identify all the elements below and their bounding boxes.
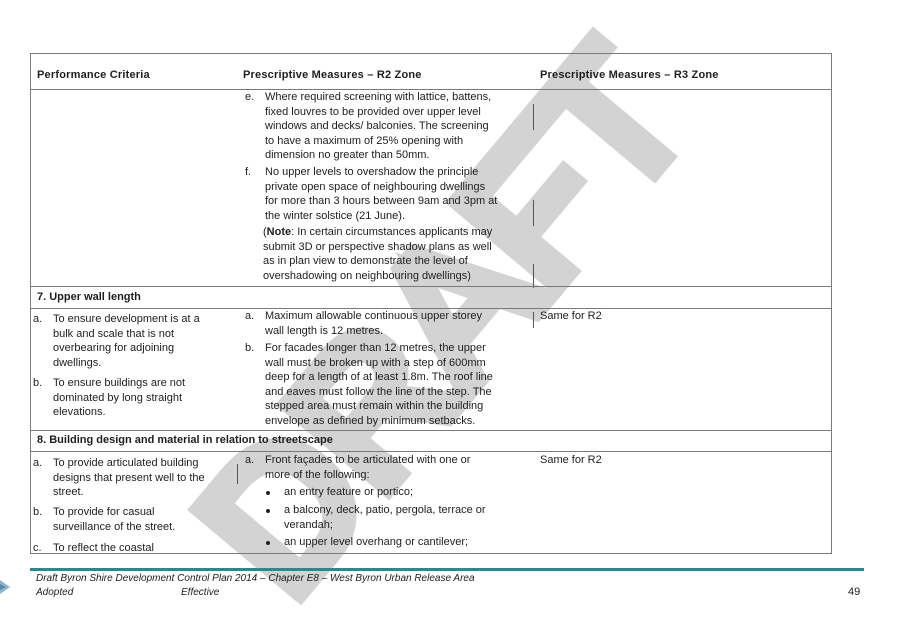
- s7-pc-a-marker: a.: [33, 313, 43, 325]
- note-text: (Note: In certain circumstances applican…: [263, 226, 493, 282]
- s7-r2-a-marker: a.: [245, 310, 255, 322]
- s7-pc-b-text: To ensure buildings are not dominated by…: [53, 377, 186, 418]
- s8-bullet-2: a balcony, deck, patio, pergola, terrace…: [284, 504, 486, 531]
- cell-edge-mark: [533, 312, 534, 328]
- cell-edge-mark: [237, 464, 238, 484]
- row-divider: [31, 451, 831, 452]
- logo-mark: [0, 580, 10, 594]
- item-f-marker: f.: [245, 166, 252, 178]
- footer-title: Draft Byron Shire Development Control Pl…: [36, 573, 475, 584]
- header-r2-zone: Prescriptive Measures – R2 Zone: [243, 69, 422, 81]
- s7-pc-b-marker: b.: [33, 377, 43, 389]
- cell-edge-mark: [533, 104, 534, 130]
- s8-pc-b-marker: b.: [33, 506, 43, 518]
- row-divider: [31, 430, 831, 431]
- row-divider: [31, 286, 831, 287]
- bullet-dot: [266, 541, 270, 545]
- s8-r2-a-text: Front façades to be articulated with one…: [265, 454, 471, 481]
- s8-pc-a-text: To provide articulated building designs …: [53, 457, 205, 498]
- s7-r2-a-text: Maximum allowable continuous upper store…: [265, 310, 483, 337]
- s8-pc-b-text: To provide for casual surveillance of th…: [53, 506, 176, 533]
- s8-pc-c-marker: c.: [33, 542, 42, 554]
- page-number: 49: [848, 586, 861, 598]
- s8-bullet-3: an upper level overhang or cantilever;: [284, 536, 469, 548]
- footer-rule: [30, 568, 864, 571]
- s8-r3-text: Same for R2: [540, 454, 602, 466]
- header-divider: [31, 89, 831, 90]
- s7-r3-text: Same for R2: [540, 310, 602, 322]
- section-7-title: 7. Upper wall length: [37, 291, 141, 303]
- s7-r2-b-marker: b.: [245, 342, 255, 354]
- s7-pc-a-text: To ensure development is at a bulk and s…: [53, 313, 200, 369]
- criteria-table: Performance Criteria Prescriptive Measur…: [30, 53, 832, 554]
- row-divider: [31, 308, 831, 309]
- bullet-dot: [266, 509, 270, 513]
- item-e-text: Where required screening with lattice, b…: [265, 91, 492, 161]
- cell-edge-mark: [533, 200, 534, 226]
- bullet-dot: [266, 491, 270, 495]
- note-label: Note: [266, 226, 292, 238]
- item-e-marker: e.: [245, 91, 255, 103]
- footer-effective: Effective: [181, 587, 220, 598]
- s8-bullet-1: an entry feature or portico;: [284, 486, 414, 498]
- footer-adopted: Adopted: [36, 587, 74, 598]
- item-f-text: No upper levels to overshadow the princi…: [265, 166, 498, 222]
- section-8-title: 8. Building design and material in relat…: [37, 434, 333, 446]
- s8-r2-a-marker: a.: [245, 454, 255, 466]
- cell-edge-mark: [533, 264, 534, 288]
- header-r3-zone: Prescriptive Measures – R3 Zone: [540, 69, 719, 81]
- s8-pc-c-text: To reflect the coastal: [53, 542, 154, 554]
- s7-r2-b-text: For facades longer than 12 metres, the u…: [265, 342, 493, 427]
- s8-pc-a-marker: a.: [33, 457, 43, 469]
- header-performance-criteria: Performance Criteria: [37, 69, 150, 81]
